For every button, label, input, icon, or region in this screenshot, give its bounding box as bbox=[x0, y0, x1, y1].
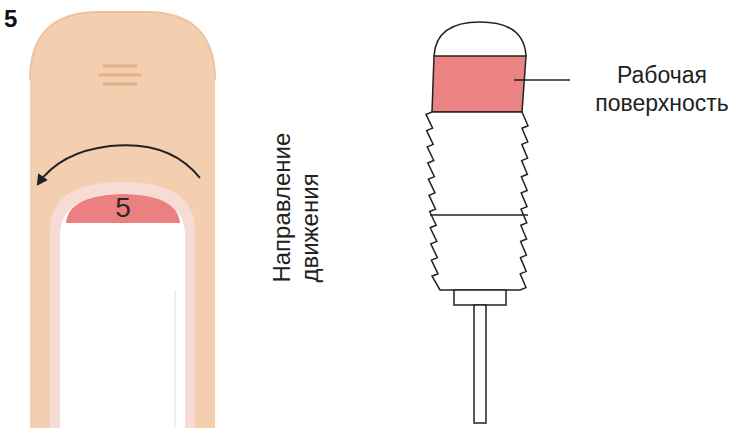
figure-number: 5 bbox=[4, 6, 34, 32]
zone-fill bbox=[66, 194, 180, 223]
shank bbox=[474, 305, 486, 423]
cutter-body bbox=[426, 112, 528, 290]
finger bbox=[30, 12, 215, 428]
leader-line bbox=[514, 79, 570, 81]
knuckle-wrinkles bbox=[100, 66, 140, 84]
cutter-bit bbox=[426, 22, 528, 423]
working-surface bbox=[432, 56, 526, 112]
nail-plate bbox=[60, 194, 185, 428]
cuticle bbox=[50, 182, 195, 428]
body-seam bbox=[430, 214, 528, 216]
callout-number: 5 bbox=[115, 194, 131, 222]
cutter-tip bbox=[434, 22, 526, 56]
direction-label: Направление движения bbox=[268, 87, 323, 283]
nail-zone: 5 bbox=[66, 193, 180, 223]
direction-arrow bbox=[38, 145, 200, 184]
collar bbox=[454, 290, 506, 305]
surface-label: Рабочая поверхность bbox=[576, 62, 748, 117]
finger-edge bbox=[30, 12, 215, 80]
